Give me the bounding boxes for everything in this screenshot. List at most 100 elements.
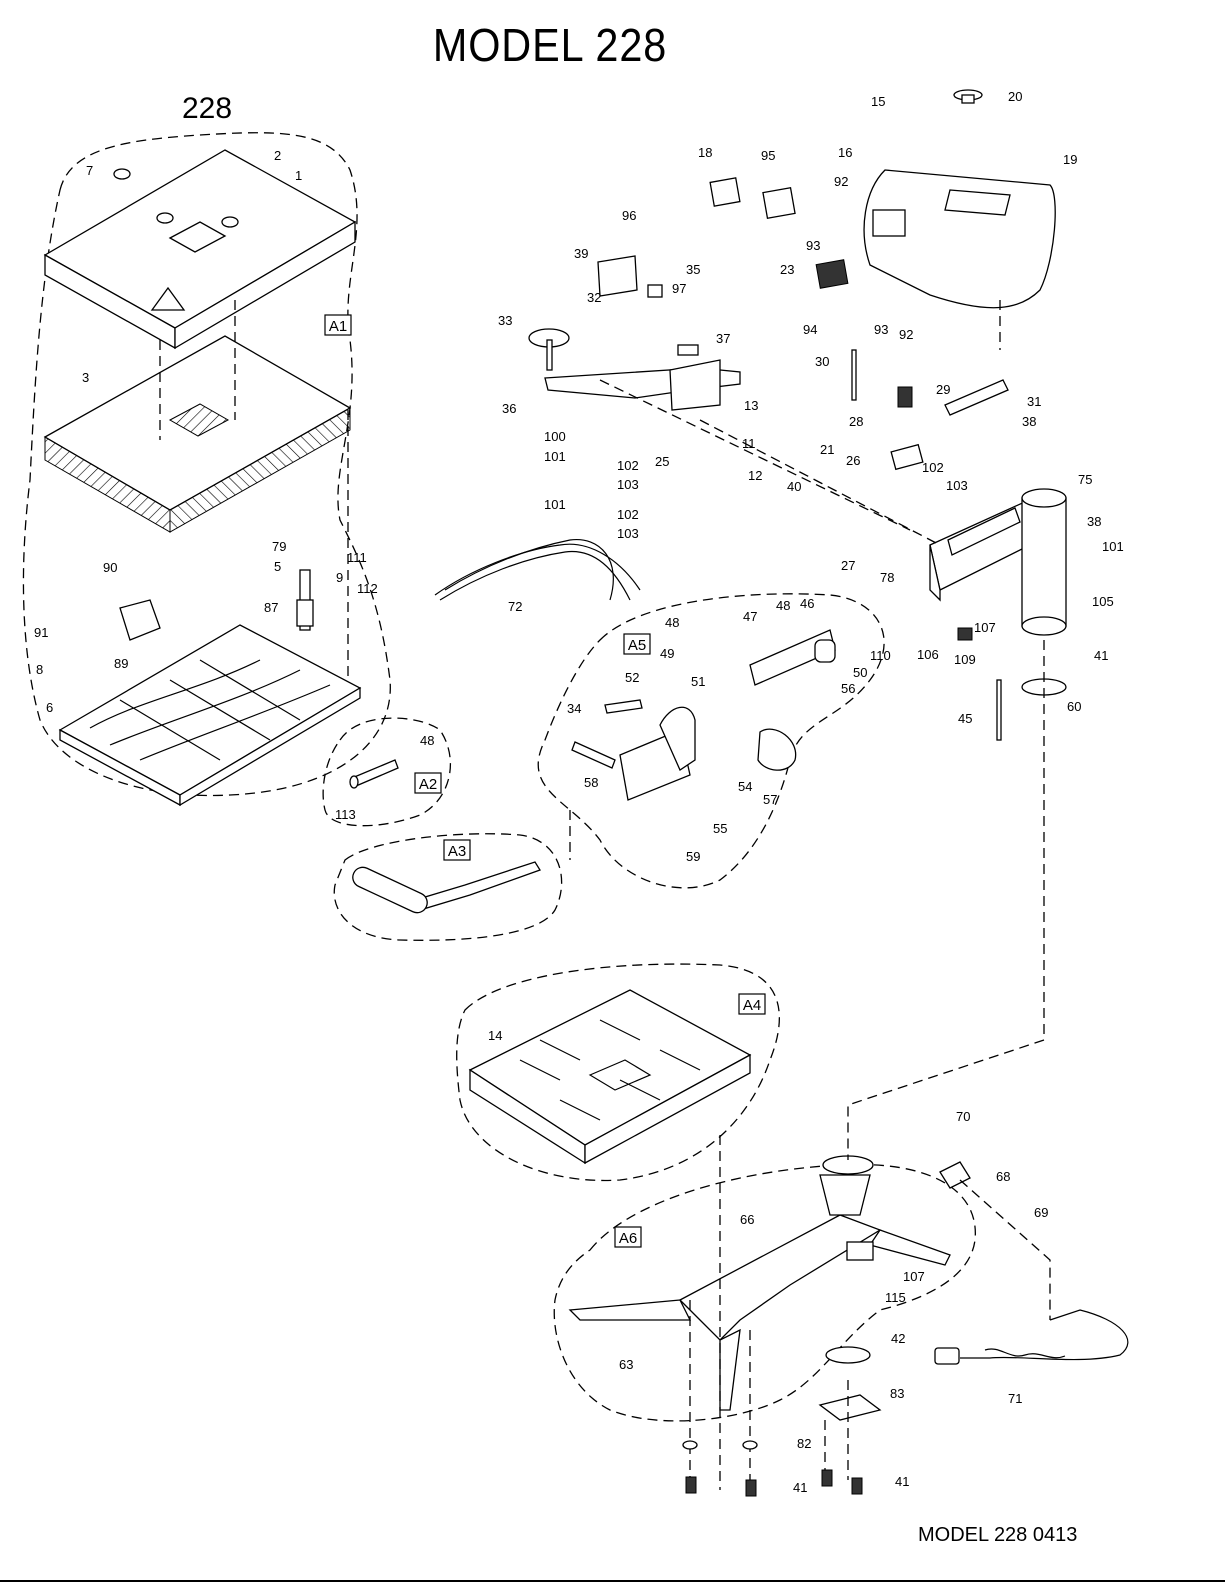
part-label-27: 27 — [841, 558, 855, 573]
part-label-87: 87 — [264, 600, 278, 615]
wire-harness — [434, 538, 641, 601]
part-label-93: 93 — [874, 322, 888, 337]
part-label-11: 11 — [742, 436, 756, 451]
part-label-59: 59 — [686, 849, 700, 864]
assembly-label: A1 — [329, 318, 347, 335]
handle-bar — [352, 861, 541, 914]
part-label-105: 105 — [1092, 594, 1114, 609]
part-label-92: 92 — [834, 174, 848, 189]
upper-platen-cover — [43, 149, 357, 350]
bottom-rule — [0, 1580, 1225, 1582]
upper-arm — [528, 255, 741, 411]
assembly-label: A6 — [619, 1230, 637, 1247]
part-label-26: 26 — [846, 453, 860, 468]
part-label-103: 103 — [617, 526, 639, 541]
part-label-89: 89 — [114, 656, 128, 671]
part-label-18: 18 — [698, 145, 712, 160]
part-label-107: 107 — [903, 1269, 925, 1284]
part-label-51: 51 — [691, 674, 705, 689]
part-label-102: 102 — [617, 507, 639, 522]
part-label-96: 96 — [622, 208, 636, 223]
part-label-39: 39 — [574, 246, 588, 261]
drawing-code: MODEL 228 0413 — [918, 1524, 1078, 1546]
part-label-52: 52 — [625, 670, 639, 685]
part-label-8: 8 — [36, 662, 43, 677]
part-label-29: 29 — [936, 382, 950, 397]
part-label-37: 37 — [716, 331, 730, 346]
part-label-1: 1 — [295, 168, 302, 183]
part-label-54: 54 — [738, 779, 752, 794]
part-label-82: 82 — [797, 1436, 811, 1451]
assembly-label: A2 — [419, 776, 437, 793]
part-label-83: 83 — [890, 1386, 904, 1401]
part-label-56: 56 — [841, 681, 855, 696]
part-label-75: 75 — [1078, 472, 1092, 487]
assembly-label: A5 — [628, 637, 646, 654]
base-frame — [568, 1155, 971, 1421]
part-label-3: 3 — [82, 370, 89, 385]
part-label-91: 91 — [34, 625, 48, 640]
part-label-115: 115 — [885, 1290, 906, 1305]
assembly-box-a3: A3 — [443, 839, 471, 861]
part-label-34: 34 — [567, 701, 581, 716]
part-label-41: 41 — [793, 1480, 807, 1495]
part-label-36: 36 — [502, 401, 516, 416]
part-label-109: 109 — [954, 652, 976, 667]
power-cord — [934, 1309, 1129, 1365]
part-label-107: 107 — [974, 620, 996, 635]
part-label-7: 7 — [86, 163, 93, 178]
lower-platen-pad — [468, 989, 752, 1165]
assembly-label: A4 — [743, 997, 761, 1014]
part-label-13: 13 — [744, 398, 758, 413]
part-label-2: 2 — [274, 148, 281, 163]
assembly-box-a1: A1 — [324, 314, 352, 336]
part-label-46: 46 — [800, 596, 814, 611]
part-label-92: 92 — [899, 327, 913, 342]
assembly-box-a4: A4 — [738, 993, 766, 1015]
dashed-leaders — [159, 300, 1051, 1490]
part-label-93: 93 — [806, 238, 820, 253]
part-label-72: 72 — [508, 599, 522, 614]
part-label-16: 16 — [838, 145, 852, 160]
part-label-9: 9 — [336, 570, 343, 585]
part-label-90: 90 — [103, 560, 117, 575]
part-label-33: 33 — [498, 313, 512, 328]
part-label-106: 106 — [917, 647, 939, 662]
part-label-97: 97 — [672, 281, 686, 296]
part-label-101: 101 — [544, 449, 566, 464]
part-label-12: 12 — [748, 468, 762, 483]
assembly-box-a6: A6 — [614, 1226, 642, 1248]
part-label-101: 101 — [1102, 539, 1124, 554]
part-label-110: 110 — [870, 648, 891, 663]
part-label-38: 38 — [1087, 514, 1101, 529]
part-label-32: 32 — [587, 290, 601, 305]
control-displays — [709, 177, 849, 289]
pin-113 — [349, 759, 399, 789]
part-label-19: 19 — [1063, 152, 1077, 167]
part-label-102: 102 — [922, 460, 944, 475]
part-label-113: 113 — [335, 807, 356, 822]
insulation-pad — [43, 335, 352, 533]
heating-element-base — [58, 569, 362, 807]
part-label-48: 48 — [665, 615, 679, 630]
part-label-42: 42 — [891, 1331, 905, 1346]
part-label-66: 66 — [740, 1212, 754, 1227]
part-label-50: 50 — [853, 665, 867, 680]
part-label-78: 78 — [880, 570, 894, 585]
part-label-48: 48 — [776, 598, 790, 613]
part-label-103: 103 — [617, 477, 639, 492]
assembly-box-a2: A2 — [414, 772, 442, 794]
part-label-95: 95 — [761, 148, 775, 163]
part-label-57: 57 — [763, 792, 777, 807]
part-label-55: 55 — [713, 821, 727, 836]
part-label-20: 20 — [1008, 89, 1022, 104]
part-label-35: 35 — [686, 262, 700, 277]
part-label-101: 101 — [544, 497, 566, 512]
part-label-48: 48 — [420, 733, 434, 748]
part-label-112: 112 — [357, 581, 378, 596]
part-label-70: 70 — [956, 1109, 970, 1124]
part-label-60: 60 — [1067, 699, 1081, 714]
part-label-47: 47 — [743, 609, 757, 624]
assembly-label: A3 — [448, 843, 466, 860]
